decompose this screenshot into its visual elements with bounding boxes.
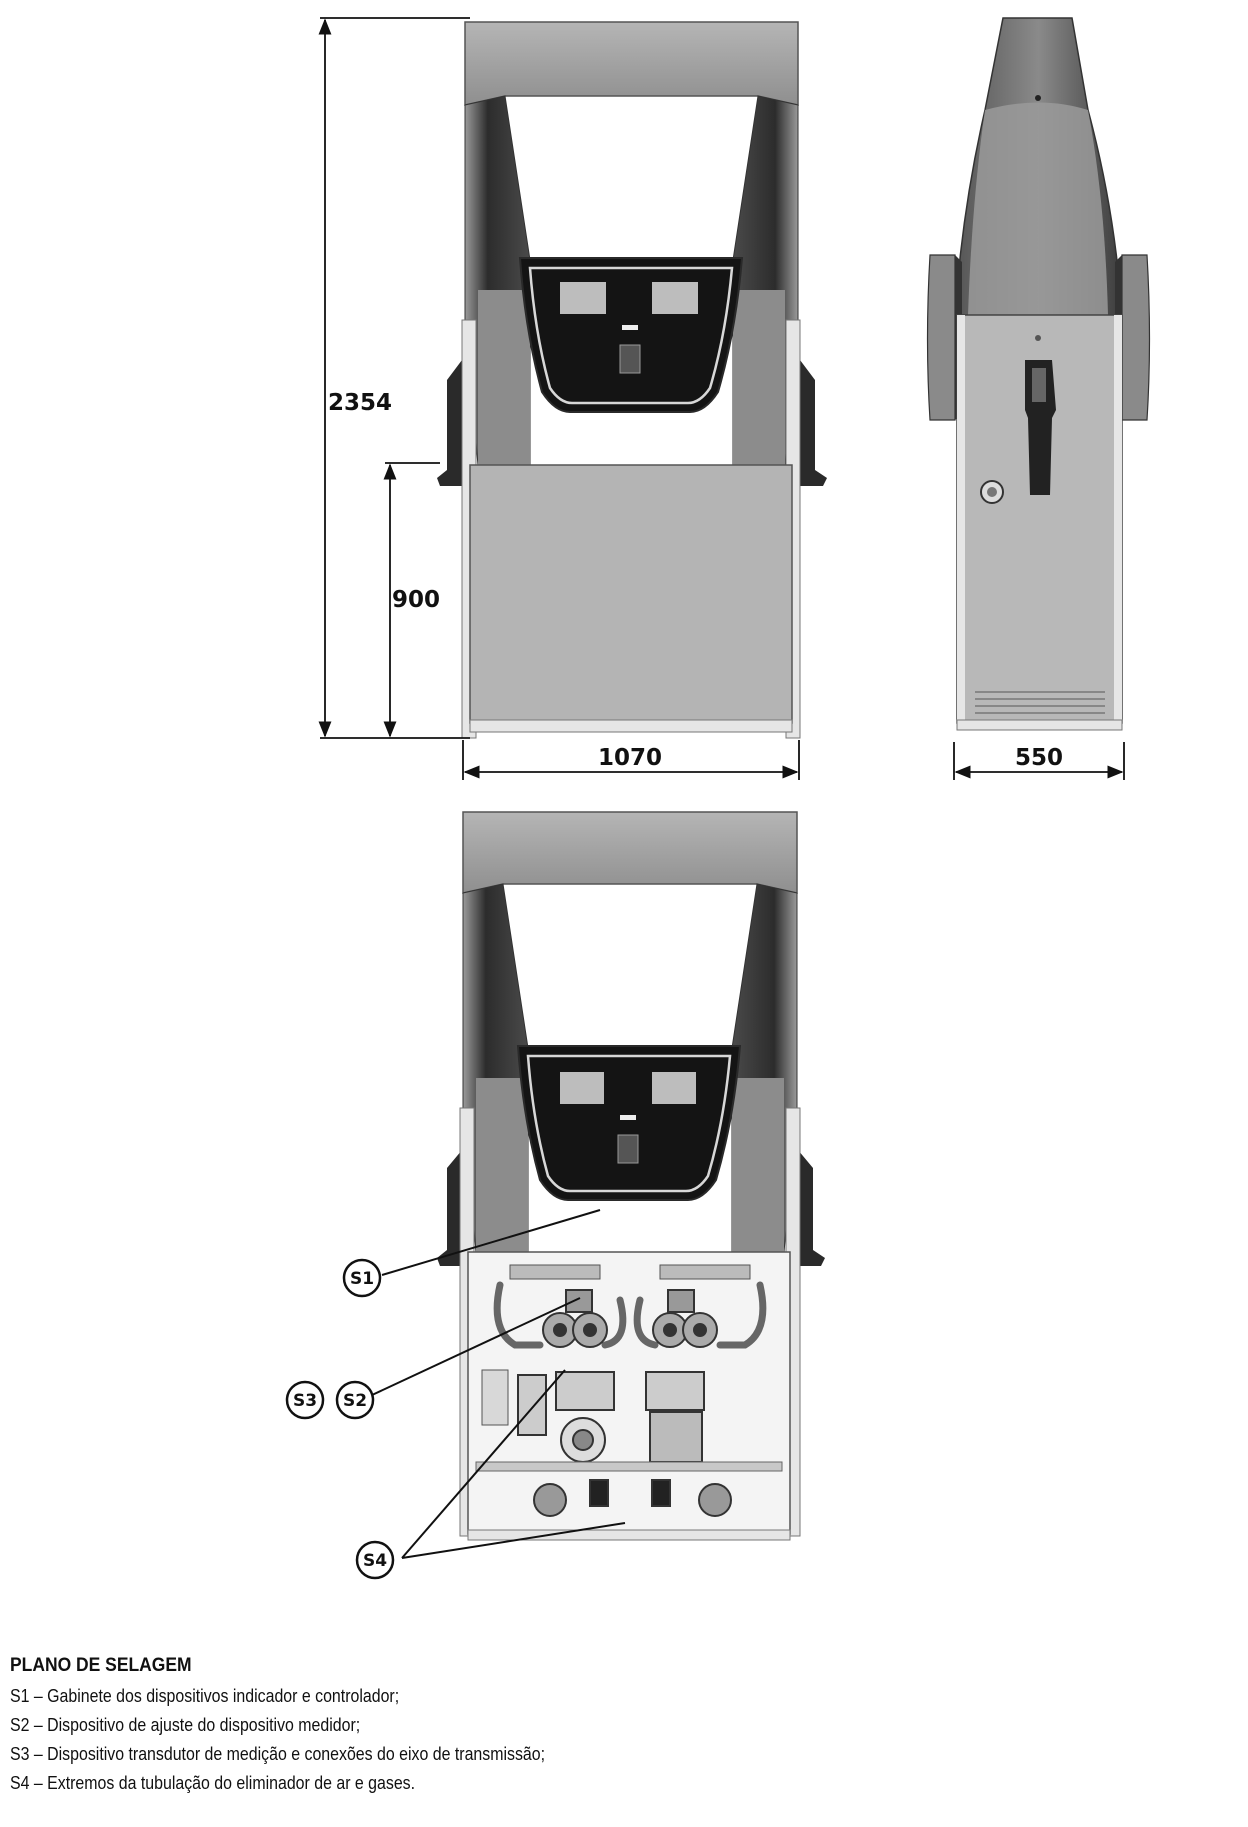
seal-canopy	[462, 811, 798, 894]
svg-text:S3: S3	[293, 1391, 317, 1411]
callout-s2: S2	[335, 1380, 375, 1420]
seal-meters	[542, 1289, 718, 1348]
svg-text:S1: S1	[350, 1269, 374, 1289]
legend-item-s3: S3 – Dispositivo transdutor de medição e…	[10, 1743, 546, 1764]
dim-height-total: 2354	[328, 390, 392, 416]
dim-width-front: 1070	[598, 745, 662, 771]
front-keypad	[619, 344, 641, 374]
dim-height-base: 900	[392, 587, 440, 613]
callout-s3: S3	[285, 1380, 325, 1420]
side-view	[926, 17, 1151, 731]
callout-s4: S4	[355, 1540, 395, 1580]
front-display-screen-left	[560, 282, 606, 314]
front-cabinet	[469, 464, 793, 724]
legend-item-s1: S1 – Gabinete dos dispositivos indicador…	[10, 1685, 400, 1706]
side-holder-right	[1121, 254, 1151, 421]
sealing-view	[437, 811, 825, 1541]
callout-leaders	[371, 1209, 626, 1559]
legend-item-s2: S2 – Dispositivo de ajuste do dispositiv…	[10, 1714, 361, 1735]
dim-width-side: 550	[1015, 745, 1063, 771]
seal-pumps	[517, 1371, 705, 1463]
legend-item-s4: S4 – Extremos da tubulação do eliminador…	[10, 1772, 416, 1793]
callout-s1: S1	[342, 1258, 382, 1298]
front-canopy	[464, 21, 799, 106]
legend-title: PLANO DE SELAGEM	[10, 1655, 192, 1676]
front-hose-holder-left	[437, 360, 462, 486]
front-hose-holder-right	[800, 360, 827, 486]
front-display-screen-right	[652, 282, 698, 314]
svg-text:S4: S4	[363, 1551, 387, 1571]
side-holder-left	[926, 254, 956, 421]
dimension-lines	[318, 17, 1125, 780]
sealing-legend: PLANO DE SELAGEM S1 – Gabinete dos dispo…	[10, 1655, 1110, 1797]
svg-text:S2: S2	[343, 1391, 367, 1411]
seal-open-cabinet	[467, 1251, 791, 1535]
front-view	[437, 21, 827, 739]
